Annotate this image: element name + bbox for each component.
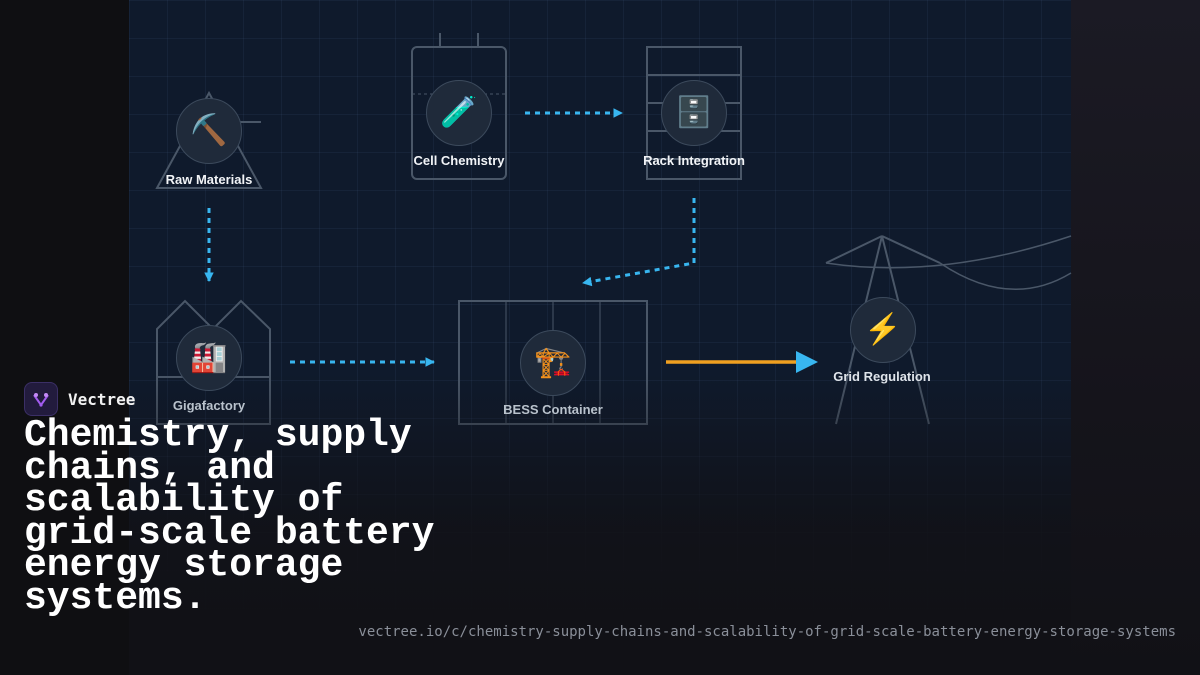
node-label-cell-chemistry: Cell Chemistry	[413, 153, 505, 168]
construction-crane-icon: 🏗️	[520, 330, 586, 396]
left-dark-band	[0, 0, 129, 675]
page-title: Chemistry, supply chains, and scalabilit…	[24, 414, 435, 620]
brand-name: Vectree	[68, 389, 136, 409]
pickaxe-icon: ⛏️	[176, 98, 242, 164]
node-label-raw-materials: Raw Materials	[165, 172, 253, 187]
file-cabinet-icon: 🗄️	[661, 80, 727, 146]
vectree-logo-icon	[24, 382, 58, 416]
node-label-grid-regulation: Grid Regulation	[833, 369, 931, 384]
test-tube-icon: 🧪	[426, 80, 492, 146]
factory-icon: 🏭	[176, 325, 242, 391]
footer-url[interactable]: vectree.io/c/chemistry-supply-chains-and…	[358, 624, 1176, 640]
node-label-rack-integration: Rack Integration	[643, 153, 745, 168]
brand[interactable]: Vectree	[24, 382, 135, 416]
lightning-icon: ⚡	[850, 297, 916, 363]
right-dark-band	[1071, 0, 1200, 675]
node-label-bess-container: BESS Container	[503, 402, 603, 417]
node-label-gigafactory: Gigafactory	[172, 398, 246, 413]
